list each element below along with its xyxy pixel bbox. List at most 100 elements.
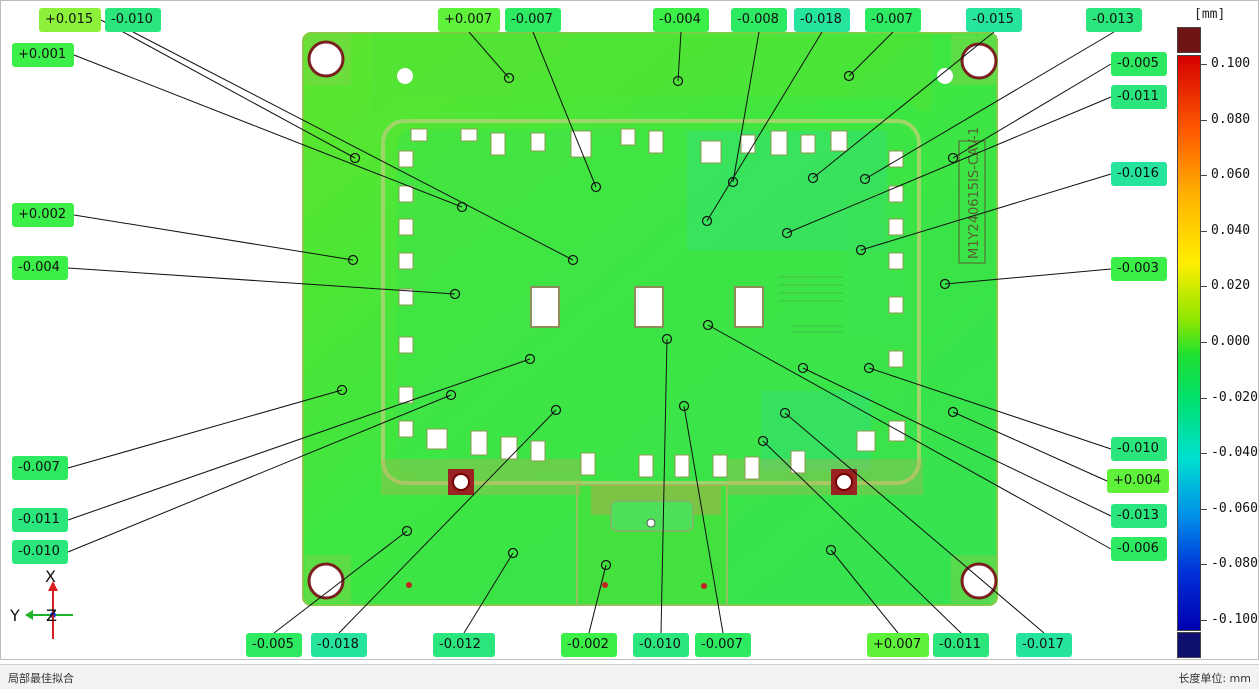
legend-tick-label: 0.080 [1211,111,1251,127]
deviation-callout[interactable]: -0.011 [12,508,68,532]
deviation-callout[interactable]: -0.018 [311,633,367,657]
measurement-point [503,72,515,84]
deviation-callout[interactable]: -0.010 [12,540,68,564]
leader-line [860,173,1112,251]
measurement-point [449,288,461,300]
deviation-callout[interactable]: -0.004 [12,256,68,280]
cavity-cutout [426,428,448,450]
measurement-point [347,254,359,266]
legend-tick-mark [1201,397,1207,399]
cavity-cutout [856,430,876,452]
deviation-callout[interactable]: -0.008 [731,8,787,32]
leader-line [532,31,597,188]
cavity-cutout [398,185,414,203]
deviation-callout[interactable]: -0.007 [865,8,921,32]
deviation-callout[interactable]: -0.006 [1111,537,1167,561]
cavity-cutout [570,130,592,158]
leader-line [67,389,343,469]
deviation-callout[interactable]: -0.007 [12,456,68,480]
leader-line [67,358,531,521]
cavity-cutout [712,454,728,478]
x-axis-label: X [45,567,56,586]
deviation-callout[interactable]: -0.007 [505,8,561,32]
deviation-callout[interactable]: +0.007 [438,8,500,32]
deviation-callout[interactable]: +0.001 [12,43,74,67]
legend-unit: [mm] [1194,7,1226,22]
measurement-point [507,547,519,559]
leader-line [660,338,668,634]
cavity-cutout [490,132,506,156]
cavity-cutout [888,185,904,203]
legend-tick-label: 0.000 [1211,334,1251,349]
legend-under-range [1177,632,1201,658]
deviation-callout[interactable]: -0.007 [695,633,751,657]
measurement-point [855,244,867,256]
legend-tick-label: 0.040 [1211,222,1251,238]
leader-line [707,324,1112,550]
cavity-cutout [888,350,904,368]
z-axis-label: Z [46,606,57,625]
length-unit-label: 长度单位: mm [1178,672,1251,685]
cavity-cutout [790,450,806,474]
deviation-callout[interactable]: -0.004 [653,8,709,32]
leader-line [73,54,463,208]
leader-line [848,31,894,77]
3d-viewport[interactable]: M1Y240615IS-CAV-1 +0.015-0.010+0.001+0.0… [0,0,1259,660]
leader-line [677,31,682,82]
deviation-callout[interactable]: +0.002 [12,203,74,227]
cavity-cutout [638,454,654,478]
deviation-callout[interactable]: -0.016 [1111,162,1167,186]
deviation-callout[interactable]: +0.015 [39,8,101,32]
legend-over-range [1177,27,1201,53]
leader-line [588,564,607,634]
legend-tick-label: 0.020 [1211,278,1251,294]
deviation-callout[interactable]: -0.005 [246,633,302,657]
measurement-point [678,400,690,412]
deviation-callout[interactable]: +0.004 [1107,469,1169,493]
deviation-callout[interactable]: -0.012 [433,633,495,657]
measurement-point [590,181,602,193]
cavity-cutout [740,134,756,154]
legend-tick-mark [1201,508,1207,510]
deviation-callout[interactable]: -0.015 [966,8,1022,32]
deviation-callout[interactable]: -0.017 [1016,633,1072,657]
measurement-point [701,215,713,227]
cavity-cutout [470,430,488,456]
deviation-callout[interactable]: -0.003 [1111,257,1167,281]
legend-tick-mark [1201,342,1207,343]
measurement-point [336,384,348,396]
legend-tick-mark [1201,230,1207,232]
measurement-point [349,152,361,164]
deviation-callout[interactable]: -0.010 [1111,437,1167,461]
y-axis-label: Y [10,606,20,625]
corner-boss-top-right [951,35,998,85]
deviation-callout[interactable]: -0.005 [1111,52,1167,76]
deviation-callout[interactable]: -0.011 [1111,85,1167,109]
leader-line [944,268,1112,285]
cavity-cutout [888,252,904,270]
deviation-callout[interactable]: -0.013 [1111,504,1167,528]
deviation-callout[interactable]: -0.010 [633,633,689,657]
measurement-point [550,404,562,416]
deviation-callout[interactable]: -0.013 [1086,8,1142,32]
legend-tick-label: -0.020 [1211,389,1258,405]
deviation-callout[interactable]: -0.018 [794,8,850,32]
leader-line [732,31,760,183]
legend-tick-mark [1201,453,1207,455]
leader-line [132,31,574,261]
deviation-callout[interactable]: -0.010 [105,8,161,32]
deviation-callout[interactable]: -0.011 [933,633,989,657]
measurement-point [757,435,769,447]
leader-line [952,411,1108,482]
measurement-point [672,75,684,87]
leader-line [338,409,557,634]
corner-boss-bottom-right [951,555,998,603]
leader-line [67,267,456,295]
legend-tick-label: -0.040 [1211,445,1258,461]
cavity-cutout [398,218,414,236]
deviation-callout[interactable]: -0.002 [561,633,617,657]
cavity-cutout [580,452,596,476]
part-engraving: M1Y240615IS-CAV-1 [967,127,982,259]
deviation-callout[interactable]: +0.007 [867,633,929,657]
leader-line [73,214,354,261]
